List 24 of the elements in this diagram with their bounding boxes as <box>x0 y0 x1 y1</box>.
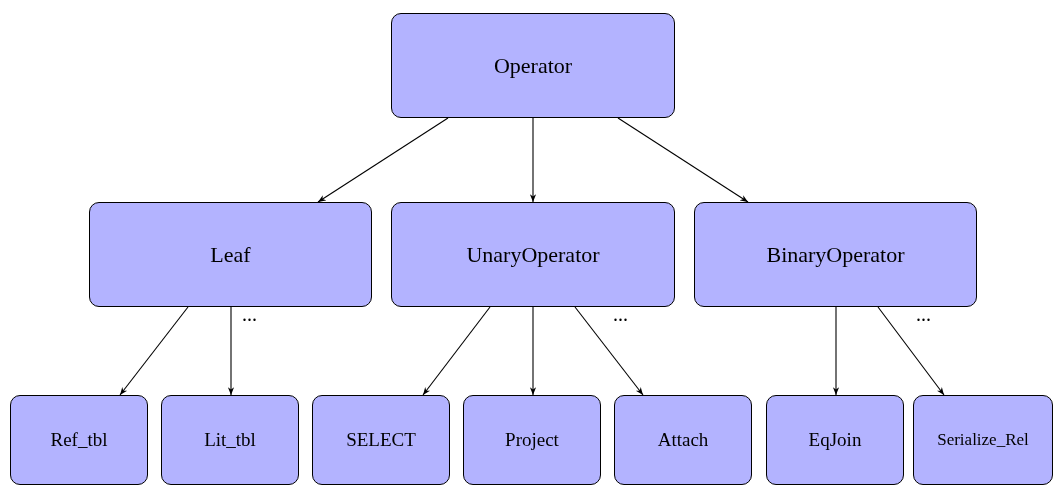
arrow <box>529 117 537 203</box>
class-box: SELECT <box>312 395 450 485</box>
ellipsis-label: ... <box>916 304 931 324</box>
arrow <box>877 306 945 396</box>
class-box: BinaryOperator <box>694 202 977 307</box>
class-box: Leaf <box>89 202 372 307</box>
class-box: Attach <box>614 395 752 485</box>
class-box: Project <box>463 395 601 485</box>
arrow <box>119 306 189 396</box>
class-box: Operator <box>391 13 675 118</box>
class-box: Serialize_Rel <box>913 395 1053 485</box>
arrow <box>617 117 749 203</box>
arrow <box>832 306 840 396</box>
class-box: EqJoin <box>766 395 904 485</box>
class-box: UnaryOperator <box>391 202 675 307</box>
arrow <box>574 306 644 396</box>
class-box: Ref_tbl <box>10 395 148 485</box>
class-box: Lit_tbl <box>161 395 299 485</box>
ellipsis-label: ... <box>242 304 257 324</box>
arrow <box>422 306 491 396</box>
ellipsis-label: ... <box>613 304 628 324</box>
arrow <box>529 306 537 396</box>
arrow <box>317 117 449 203</box>
arrow <box>227 306 235 396</box>
